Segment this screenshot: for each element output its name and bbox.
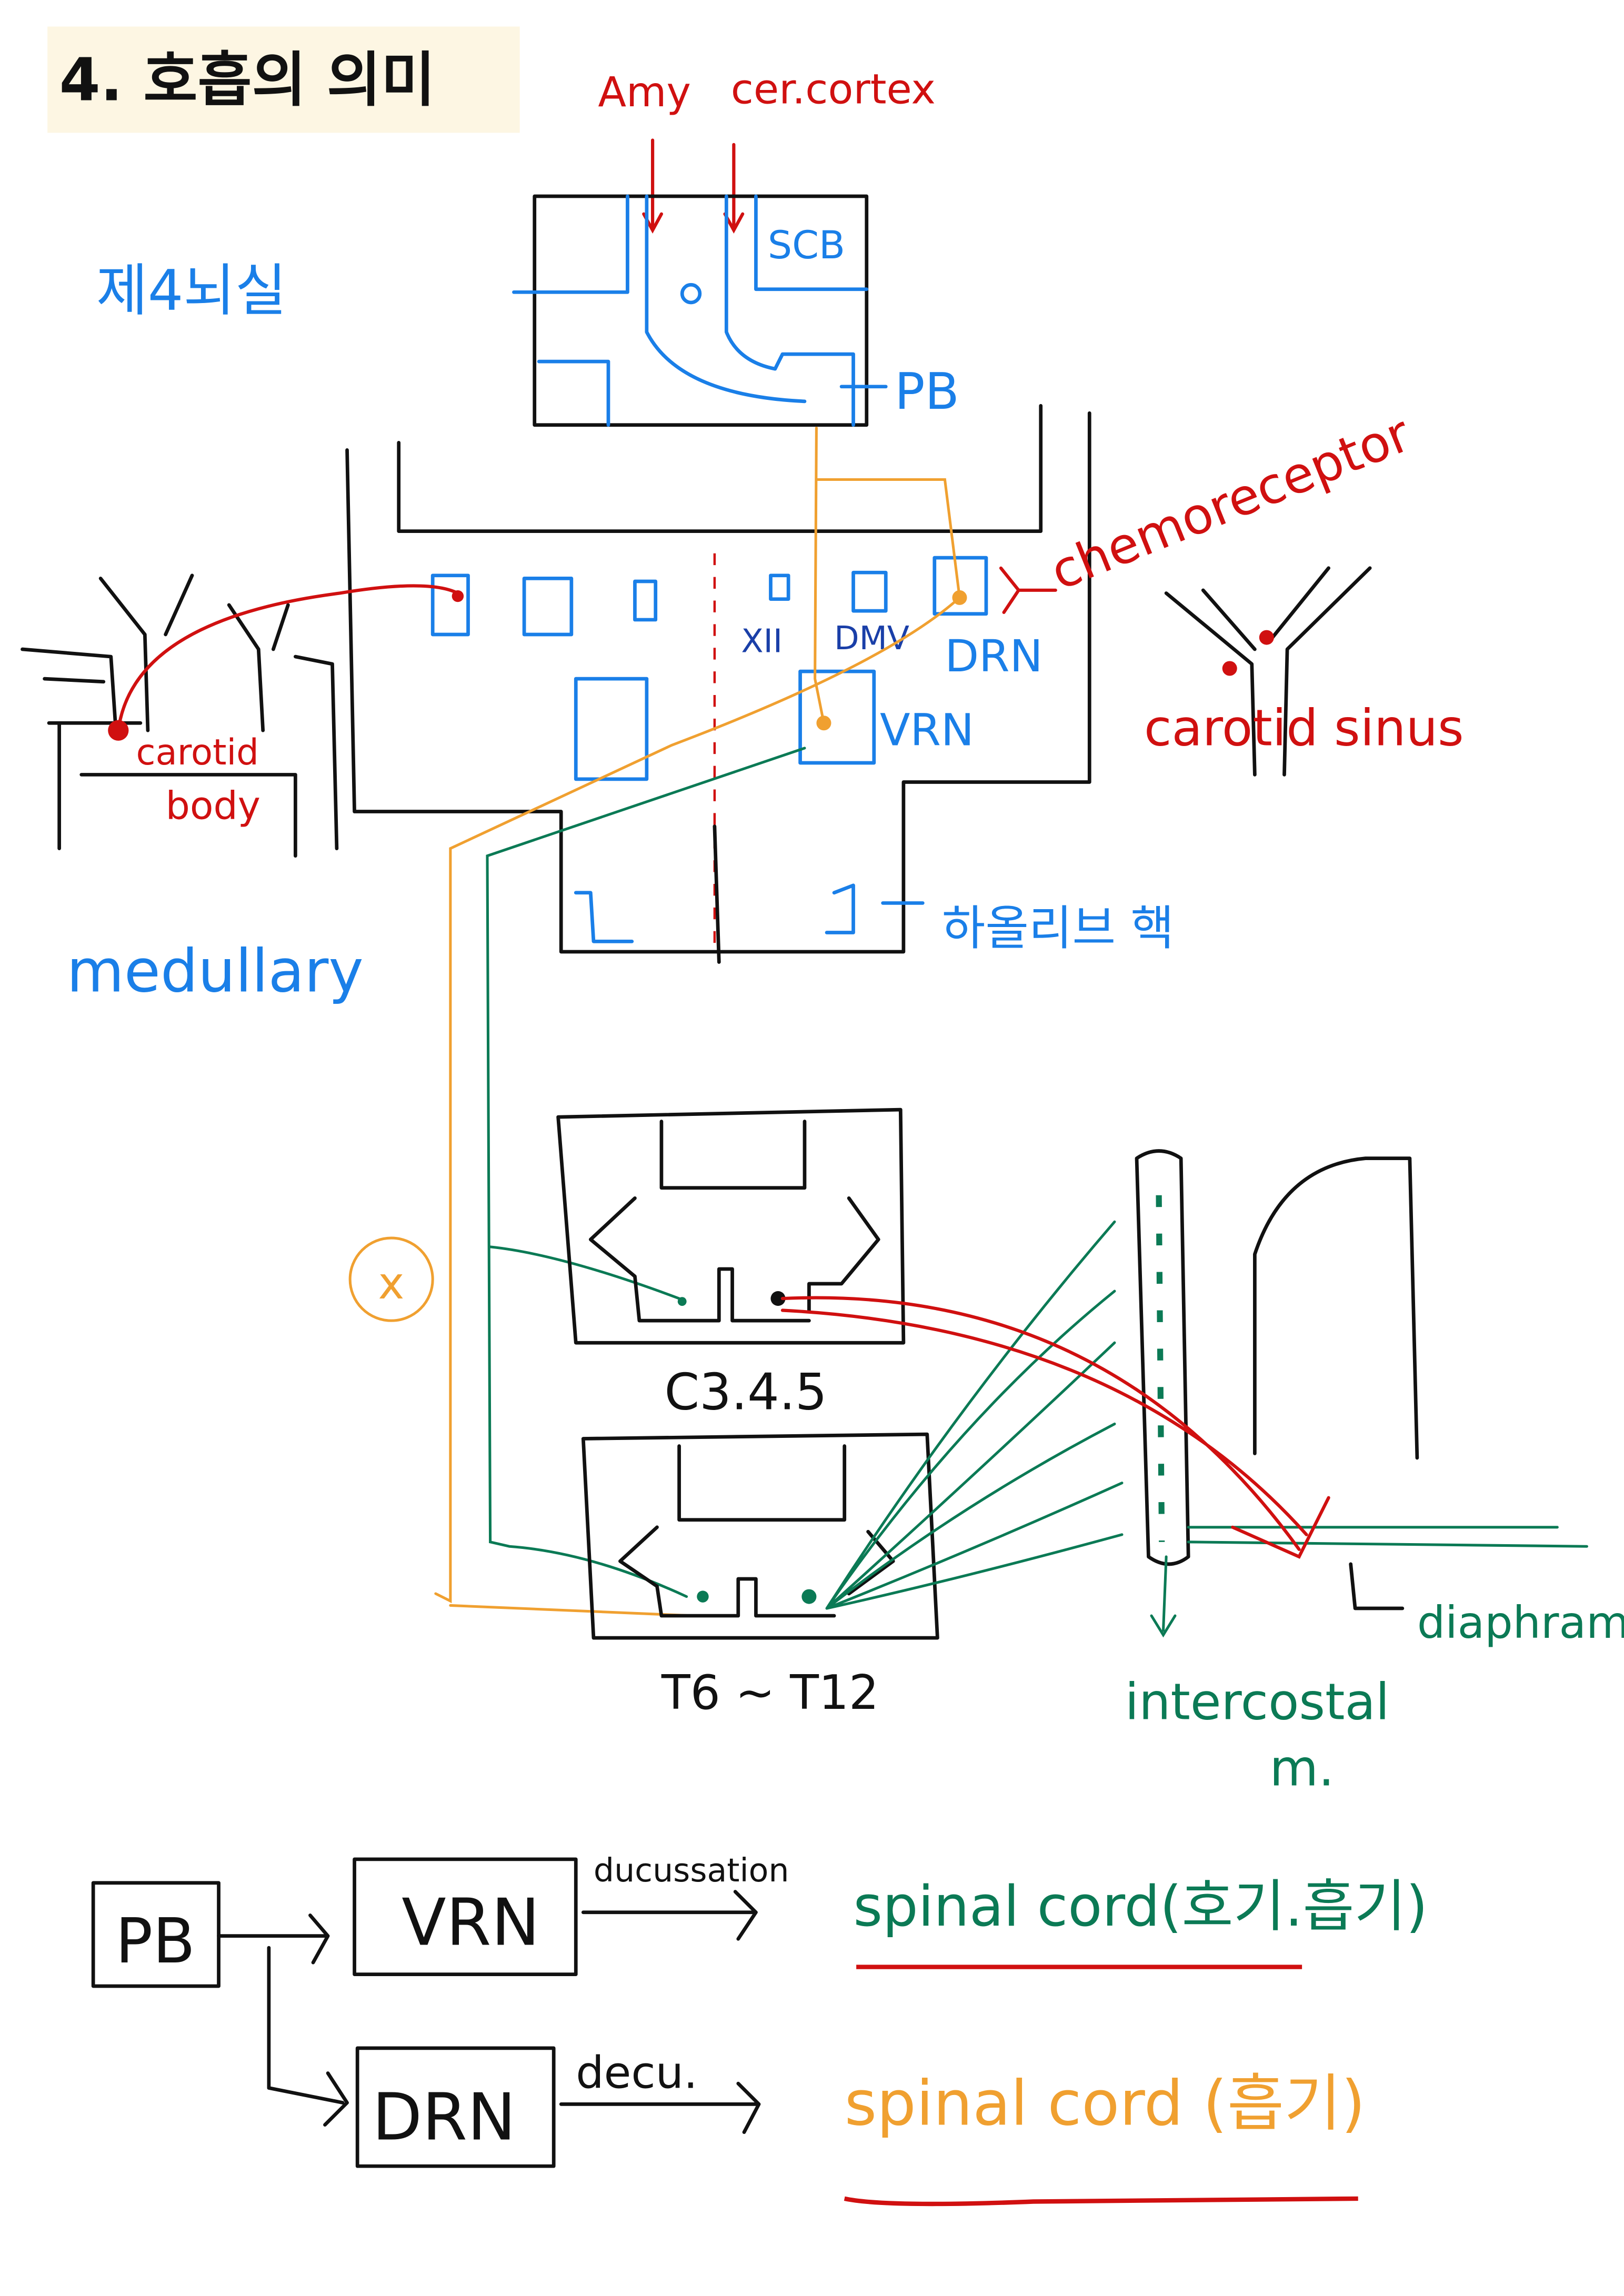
label-vrn: VRN — [880, 704, 974, 756]
label-drn: DRN — [945, 630, 1042, 682]
label-medullary: medullary — [67, 938, 364, 1006]
label-fourth-ventricle: 제4뇌실 — [96, 258, 287, 324]
title-background — [47, 26, 520, 133]
label-intercostal-1: intercostal — [1125, 1673, 1390, 1731]
label-scb: SCB — [768, 223, 845, 268]
carotid-body: carotid body — [21, 573, 464, 858]
label-carotid-body-1: carotid — [136, 732, 258, 773]
label-dmv: DMV — [834, 619, 909, 657]
carotid-sinus: carotid sinus — [1144, 566, 1464, 777]
label-cortex: cer.cortex — [731, 65, 936, 113]
page-title: 4. 호흡의 의미 — [59, 46, 436, 115]
midbrain-section: SCB PB — [512, 194, 959, 427]
flow-pb: PB — [115, 1905, 195, 1977]
label-olive-nucleus: 하올리브 핵 — [942, 901, 1174, 956]
flow-decu: decu. — [576, 2047, 697, 2099]
label-x-mark: x — [378, 1257, 404, 1309]
label-carotid-body-2: body — [166, 784, 260, 829]
flow-vrn-target: spinal cord(호기.흡기) — [854, 1874, 1428, 1939]
flow-chart: PB VRN DRN ducussation decu. spinal cord… — [91, 1851, 1428, 2207]
medulla-section: XII DMV DRN VRN 하올리브 핵 medullary — [67, 404, 1174, 1006]
label-pb: PB — [895, 362, 959, 421]
flow-decussation: ducussation — [594, 1851, 789, 1889]
label-amy: Amy — [598, 68, 691, 116]
thoracic-section: T6 ~ T12 — [581, 1432, 939, 1720]
label-chemoreceptor: chemoreceptor — [1042, 404, 1419, 601]
label-intercostal-2: m. — [1269, 1739, 1334, 1798]
label-diaphragm: diaphram — [1417, 1597, 1624, 1648]
flow-drn-target: spinal cord (흡기) — [845, 2068, 1366, 2140]
flow-drn: DRN — [372, 2080, 516, 2156]
label-xii: XII — [741, 622, 783, 660]
label-carotid-sinus: carotid sinus — [1144, 699, 1464, 757]
cervical-section: C3.4.5 — [556, 1107, 906, 1421]
label-t6-t12: T6 ~ T12 — [661, 1666, 879, 1720]
label-c345: C3.4.5 — [665, 1363, 827, 1421]
flow-vrn: VRN — [402, 1885, 539, 1960]
